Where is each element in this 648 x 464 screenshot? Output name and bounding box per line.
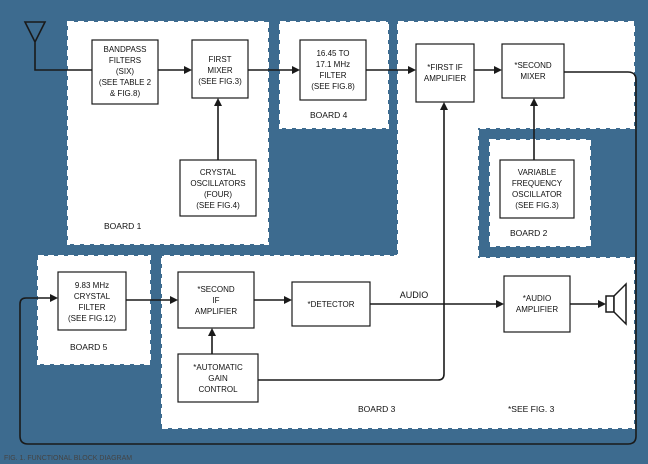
crystal-filter-line-4: (SEE FIG.12)	[68, 314, 116, 323]
footnote: *SEE FIG. 3	[508, 404, 555, 414]
block-automatic-gain-control: *AUTOMATIC GAIN CONTROL	[177, 353, 259, 403]
block-first-if-amplifier: *FIRST IF AMPLIFIER	[415, 43, 475, 103]
block-crystal-filter: 9.83 MHz CRYSTAL FILTER (SEE FIG.12)	[57, 271, 127, 331]
agc-line-3: CONTROL	[198, 385, 238, 394]
crystal-filter-line-1: 9.83 MHz	[75, 281, 109, 290]
filter-1645-line-4: (SEE FIG.8)	[311, 82, 355, 91]
bandpass-line-5: & FIG.8)	[110, 89, 141, 98]
block-audio-amplifier: *AUDIO AMPLIFIER	[503, 275, 571, 333]
board-1-label: BOARD 1	[104, 221, 142, 231]
block-detector: *DETECTOR	[291, 281, 371, 327]
block-first-mixer: FIRST MIXER (SEE FIG.3)	[191, 39, 249, 99]
first-mixer-line-2: MIXER	[207, 66, 233, 75]
vfo-line-3: OSCILLATOR	[512, 190, 562, 199]
second-if-line-3: AMPLIFIER	[195, 307, 237, 316]
agc-line-2: GAIN	[208, 374, 228, 383]
bandpass-line-4: (SEE TABLE 2	[99, 78, 152, 87]
agc-line-1: *AUTOMATIC	[193, 363, 243, 372]
figure-caption: FIG. 1. FUNCTIONAL BLOCK DIAGRAM	[4, 455, 132, 462]
block-variable-frequency-oscillator: VARIABLE FREQUENCY OSCILLATOR (SEE FIG.3…	[499, 159, 575, 219]
audio-amp-line-1: *AUDIO	[523, 294, 551, 303]
board-4-label: BOARD 4	[310, 110, 348, 120]
crystal-osc-line-1: CRYSTAL	[200, 168, 237, 177]
first-if-line-1: *FIRST IF	[427, 63, 463, 72]
crystal-osc-line-2: OSCILLATORS	[190, 179, 245, 188]
second-mixer-line-2: MIXER	[520, 72, 546, 81]
block-filter-1645: 16.45 TO 17.1 MHz FILTER (SEE FIG.8)	[299, 39, 367, 101]
block-second-if-amplifier: *SECOND IF AMPLIFIER	[177, 271, 255, 329]
filter-1645-line-1: 16.45 TO	[316, 49, 349, 58]
speaker-icon	[605, 282, 627, 326]
audio-signal-label: AUDIO	[400, 290, 429, 300]
filter-1645-line-2: 17.1 MHz	[316, 60, 350, 69]
block-second-mixer: *SECOND MIXER	[501, 43, 565, 99]
vfo-line-2: FREQUENCY	[512, 179, 563, 188]
board-2-label: BOARD 2	[510, 228, 548, 238]
bandpass-line-2: FILTERS	[109, 56, 141, 65]
first-if-line-2: AMPLIFIER	[424, 74, 466, 83]
filter-1645-line-3: FILTER	[320, 71, 347, 80]
vfo-line-4: (SEE FIG.3)	[515, 201, 559, 210]
second-if-line-2: IF	[212, 296, 219, 305]
vfo-line-1: VARIABLE	[518, 168, 557, 177]
detector-line-1: *DETECTOR	[308, 300, 355, 309]
antenna-icon	[23, 21, 92, 71]
block-bandpass-filters: BANDPASS FILTERS (SIX) (SEE TABLE 2 & FI…	[91, 39, 159, 105]
board-5-label: BOARD 5	[70, 342, 108, 352]
second-mixer-line-1: *SECOND	[514, 61, 552, 70]
block-crystal-oscillators: CRYSTAL OSCILLATORS (FOUR) (SEE FIG.4)	[179, 159, 257, 217]
second-if-line-1: *SECOND	[197, 285, 235, 294]
board-3-label: BOARD 3	[358, 404, 396, 414]
audio-amp-line-2: AMPLIFIER	[516, 305, 558, 314]
signal-wires	[19, 21, 637, 445]
first-mixer-line-1: FIRST	[208, 55, 231, 64]
crystal-filter-line-2: CRYSTAL	[74, 292, 111, 301]
crystal-filter-line-3: FILTER	[79, 303, 106, 312]
bandpass-line-1: BANDPASS	[104, 45, 147, 54]
first-mixer-line-3: (SEE FIG.3)	[198, 77, 242, 86]
crystal-osc-line-3: (FOUR)	[204, 190, 232, 199]
bandpass-line-3: (SIX)	[116, 67, 135, 76]
crystal-osc-line-4: (SEE FIG.4)	[196, 201, 240, 210]
